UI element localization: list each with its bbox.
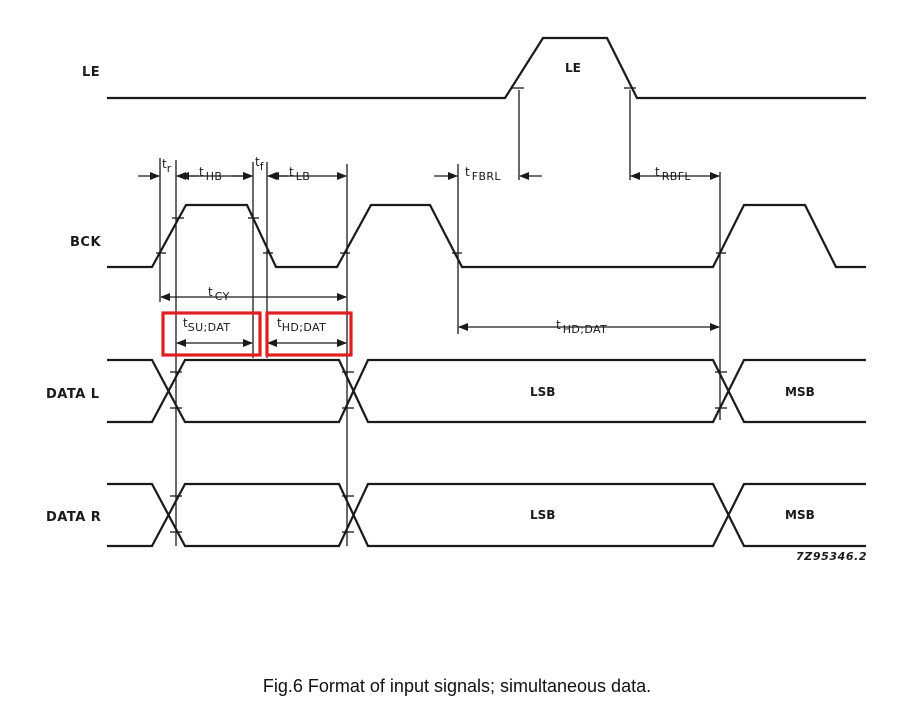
signal-label-bck: BCK	[70, 235, 101, 250]
data-l-lsb-label: LSB	[530, 385, 555, 399]
data-r-waveform	[107, 482, 866, 548]
data-l-waveform	[107, 358, 866, 424]
signal-label-data-r: DATA R	[46, 510, 101, 525]
timing-label-tsu-dat: tSU;DAT	[183, 316, 231, 334]
le-waveform	[107, 36, 866, 100]
timing-label-thd-dat: tHD;DAT	[277, 316, 326, 334]
timing-label-tr: tr	[162, 157, 172, 175]
data-r-msb-label: MSB	[785, 508, 815, 522]
data-r-lsb-label: LSB	[530, 508, 555, 522]
data-l-msb-label: MSB	[785, 385, 815, 399]
timing-label-tf: tf	[255, 155, 265, 173]
highlight-box-tsu-dat	[161, 311, 262, 357]
signal-label-data-l: DATA L	[46, 387, 100, 402]
highlight-box-thd-dat	[265, 311, 353, 357]
le-pulse-label: LE	[565, 61, 581, 75]
signal-label-le: LE	[82, 65, 100, 80]
drawing-reference: 7Z95346.2	[796, 550, 867, 563]
dimension-arrows	[138, 172, 720, 347]
figure-caption: Fig.6 Format of input signals; simultane…	[262, 676, 652, 696]
bck-waveform	[107, 203, 866, 269]
reference-lines	[159, 90, 721, 546]
